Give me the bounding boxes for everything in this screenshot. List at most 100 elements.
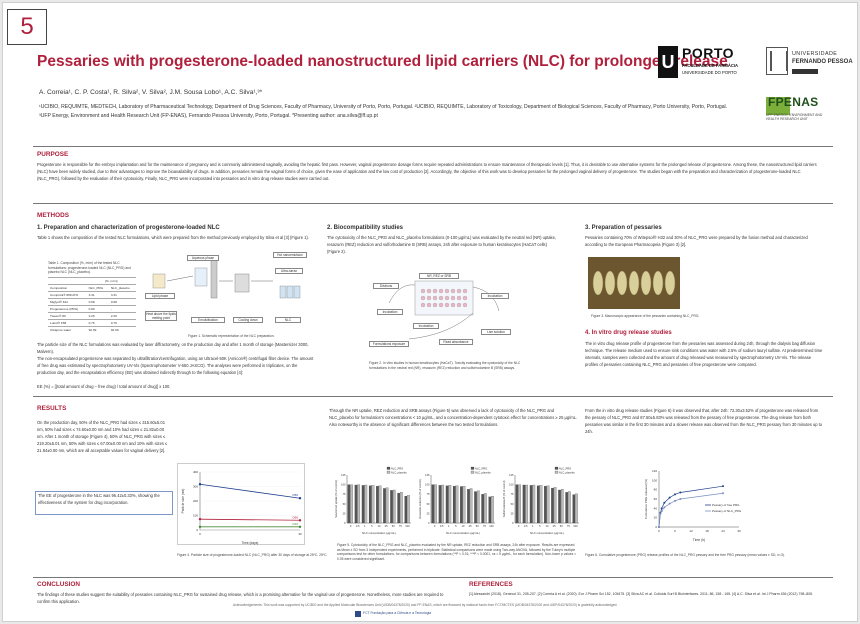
y-axis-label: Resazurin reduction (% of control) [418, 479, 422, 518]
affiliations: ¹UCIBIO, REQUIMTE, MEDTECH, Laboratory o… [39, 104, 728, 119]
data-point [659, 512, 662, 515]
x-tick-label: 50 [476, 524, 479, 528]
bar [347, 484, 351, 524]
up-name: PORTO [682, 45, 735, 61]
legend-label: NLC_placebo [391, 470, 407, 474]
y-tick-label: 20 [654, 516, 658, 520]
divider [33, 146, 833, 147]
figure4-caption: Figure 4. Particle size of progesterone-… [177, 553, 328, 557]
x-tick-label: 75 [567, 524, 570, 528]
up-faculty: FACULDADE DE FARMÁCIA [682, 63, 739, 68]
x-tick-label: 1 [364, 524, 366, 528]
series-label: D90 [292, 515, 298, 519]
table-cell: 0.90 [86, 305, 109, 313]
y-tick-label: 200 [193, 499, 198, 503]
x-tick-label: 30 [298, 532, 302, 536]
y-tick-label: 25 [427, 511, 430, 515]
y-tick-label: 100 [193, 514, 198, 518]
results-heading: RESULTS [37, 405, 67, 412]
legend-swatch [554, 466, 559, 470]
data-point [198, 483, 202, 486]
legend-label: NLC_PRG [391, 466, 403, 470]
x-tick-label: 10 [462, 524, 465, 528]
legend-swatch [386, 466, 391, 470]
bar [553, 487, 557, 524]
bar [558, 489, 561, 524]
fig2-exposure-label: Formulations exposure [369, 341, 409, 347]
table-cell: Miglyol® 812 [48, 298, 87, 306]
y-tick-label: 75 [343, 492, 346, 496]
purpose-text: Progesterone is responsible for the embr… [37, 162, 817, 181]
x-tick-label: 25 [385, 524, 388, 528]
divider [33, 396, 833, 397]
bar [460, 486, 463, 524]
y-tick-label: 100 [652, 478, 657, 482]
y-tick-label: 125 [509, 473, 514, 477]
series-label: D10 [292, 522, 298, 526]
fpenas-name: FPENAS [768, 95, 819, 109]
table-cell: 3.31 [86, 291, 109, 299]
bar [441, 484, 445, 524]
x-axis-label: Time (days) [242, 541, 259, 545]
figure1-caption: Figure 1. Schematic representation of th… [188, 334, 275, 338]
data-point [298, 525, 302, 529]
series-line [199, 483, 301, 499]
table-cell: 0.76 [108, 319, 136, 327]
bar [371, 485, 375, 524]
bar [484, 493, 487, 524]
bar [445, 485, 449, 524]
figure3-caption: Figure 3. Macroscopic appearance of the … [591, 314, 700, 318]
table1-caption: Table 1. Composition (%, m/m) of the tes… [48, 261, 131, 274]
y-tick-label: 120 [652, 469, 657, 473]
fig1-nlc-label: NLC [275, 317, 301, 323]
x-axis-label: NLC concentration (µg/mL) [362, 531, 396, 535]
bar [529, 485, 533, 524]
data-point [660, 507, 663, 510]
y-tick-label: 25 [343, 511, 346, 515]
x-tick-label: 5 [455, 524, 457, 528]
up-logo: U PORTO FACULDADE DE FARMÁCIA UNIVERSIDA… [658, 45, 758, 82]
data-point [298, 497, 302, 500]
figure3-drawing [588, 257, 680, 309]
y-axis-label: Sulforhodamine B (% of control) [502, 480, 506, 517]
data-point [668, 502, 671, 505]
fig1-lipid-label: Lipid phase [145, 293, 175, 299]
bar [518, 484, 521, 524]
legend-label: NLC_PRG [475, 466, 487, 470]
y-tick-label: 125 [425, 473, 430, 477]
bar [462, 486, 466, 524]
bar [431, 484, 435, 524]
methods-s4-title: 4. In vitro drug release studies [585, 330, 672, 336]
x-tick-label: 50 [392, 524, 395, 528]
x-tick-label: 0.5 [524, 524, 528, 528]
fig1-aqueous-label: Aqueous phase [187, 255, 219, 261]
y-tick-label: 0 [428, 521, 430, 525]
legend-swatch [470, 466, 475, 470]
x-tick-label: 50 [560, 524, 563, 528]
y-tick-label: 0 [512, 521, 514, 525]
table-cell: 2.26 [86, 312, 109, 320]
conclusion-heading: CONCLUSION [37, 581, 80, 588]
fpenas-logo: FPENAS UFP ENERGY, ENVIRONMENT AND HEALT… [766, 95, 846, 125]
fpenas-emblem-icon [766, 97, 790, 115]
bar [407, 495, 410, 524]
x-tick-label: 6 [674, 529, 676, 533]
bar [568, 491, 571, 524]
results-text1: On the production day, 50% of the NLC_PR… [37, 420, 168, 453]
table-cell: 2.26 [108, 312, 136, 320]
table-group: (%, m/m) [86, 277, 136, 285]
table-cell: 92.99 [108, 326, 136, 333]
x-tick-label: 100 [573, 524, 578, 528]
data-point [658, 526, 660, 528]
fig2-lise-label: Lise solution [481, 329, 511, 335]
bar [551, 487, 554, 524]
references-heading: REFERENCES [469, 581, 513, 588]
fig1-emuls-label: Emulsification [191, 317, 225, 323]
bar [364, 484, 368, 524]
